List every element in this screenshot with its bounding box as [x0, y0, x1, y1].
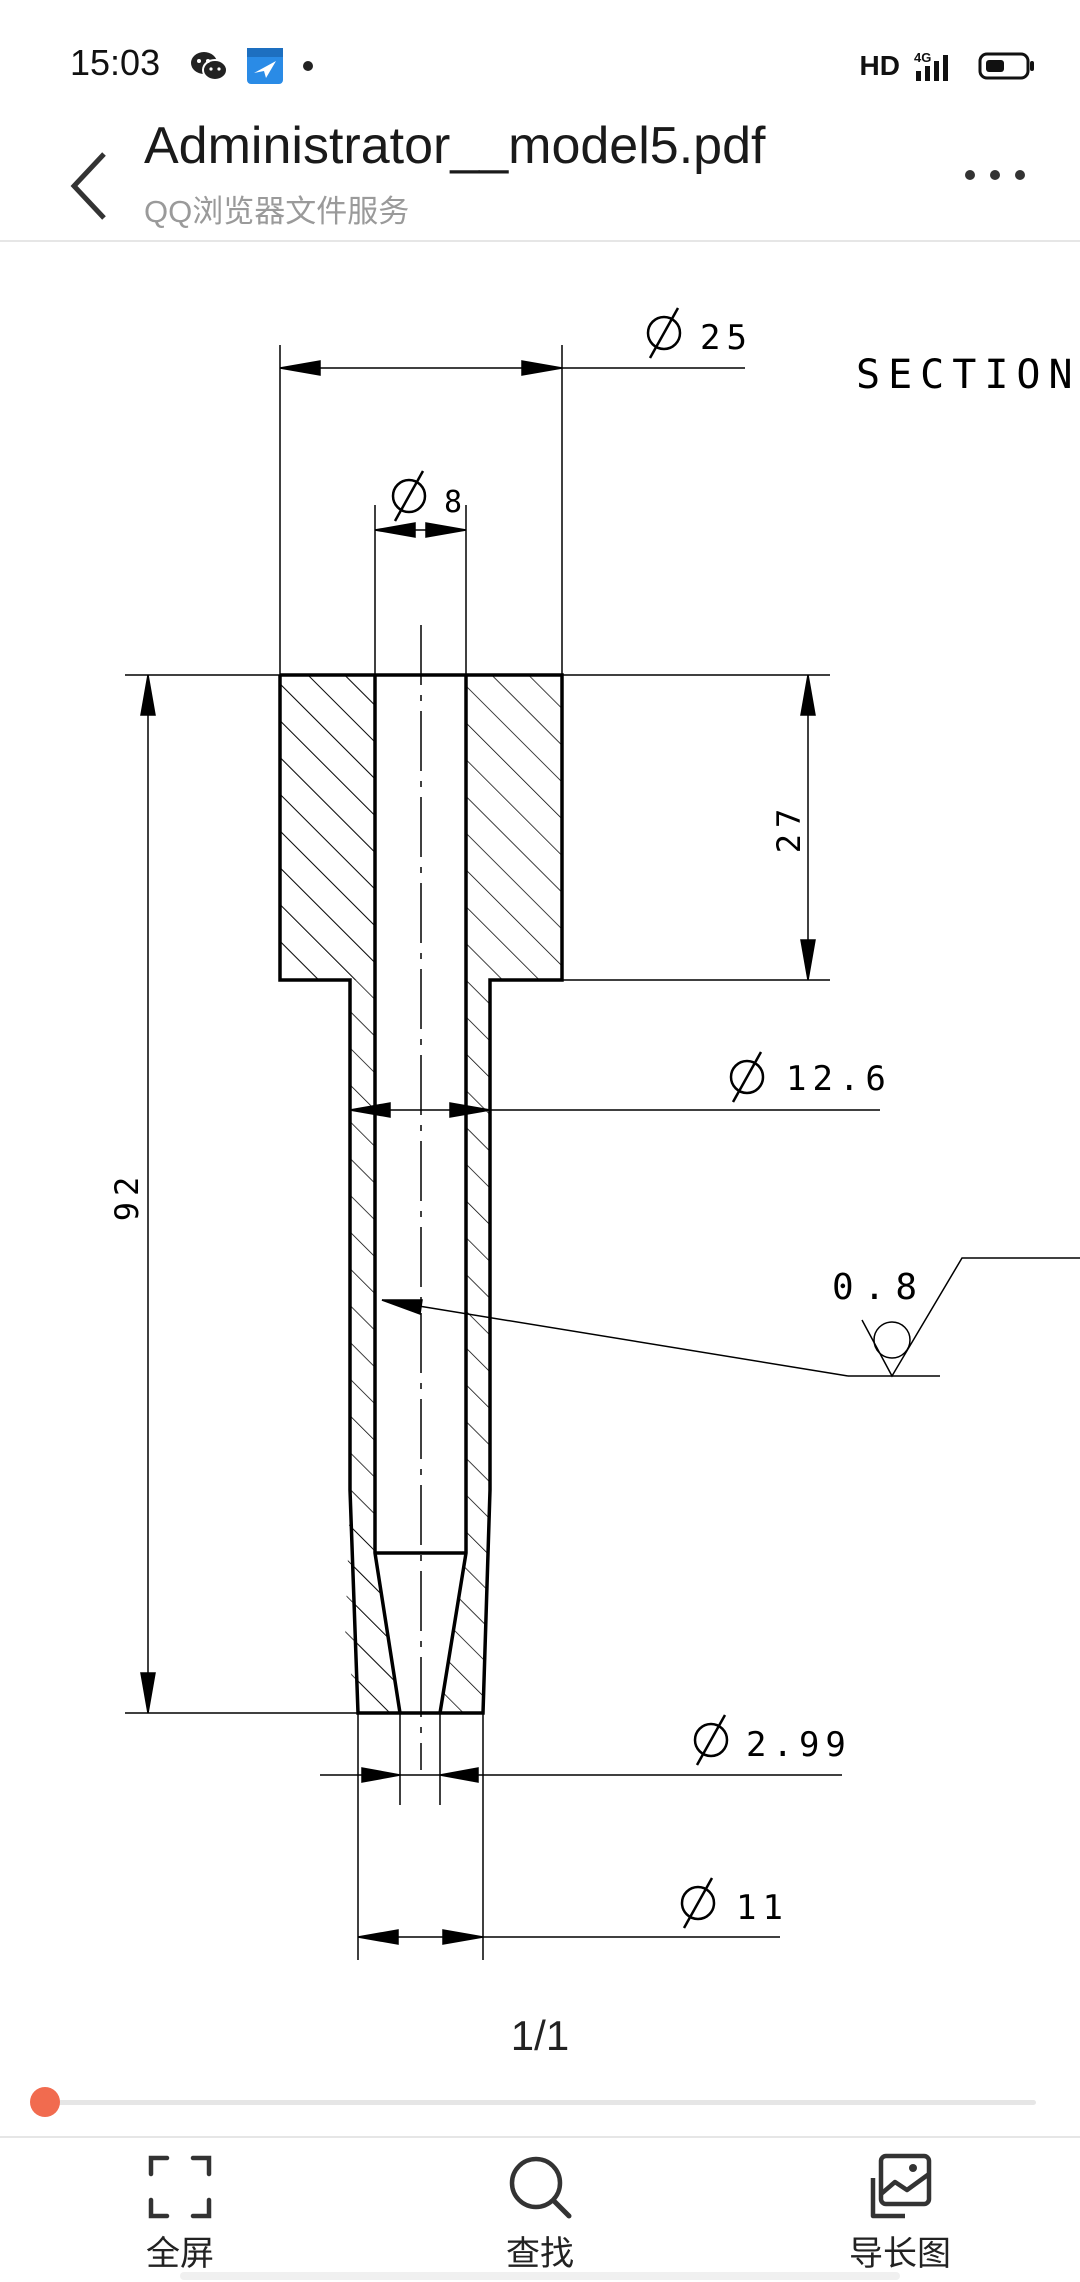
qq-browser-icon	[247, 48, 283, 84]
more-horizontal-icon	[965, 170, 1025, 180]
fullscreen-label: 全屏	[146, 2235, 214, 2273]
status-app-icons	[190, 46, 314, 86]
network-label: HD	[859, 50, 900, 81]
dim-outer-diameter: 25	[700, 318, 753, 358]
page-indicator: 1/1	[510, 2012, 570, 2059]
dim-bore-diameter: 8	[444, 485, 462, 520]
bottom-toolbar: 全屏 查找 导长图	[0, 2136, 1080, 2282]
dim-total-length: 92	[108, 1171, 146, 1222]
notification-dot-icon	[303, 61, 313, 71]
battery-icon	[978, 52, 1034, 80]
long-image-label: 导长图	[849, 2235, 951, 2273]
long-image-icon	[870, 2153, 932, 2219]
search-icon	[509, 2156, 572, 2219]
find-label: 查找	[506, 2235, 574, 2273]
dimension-lines	[125, 345, 1080, 1960]
long-image-button[interactable]: 导长图	[800, 2152, 1000, 2282]
fullscreen-icon	[148, 2155, 212, 2219]
wechat-icon	[191, 52, 228, 81]
signal-icon: 4G	[914, 50, 948, 81]
pdf-page-drawing[interactable]: SECTION 25 8 27 92 12.6 0.8 2.99 11	[0, 240, 1080, 1980]
document-title: Administrator__model5.pdf	[144, 117, 766, 175]
dim-tip-inner-diameter: 2.99	[746, 1725, 852, 1765]
dim-stem-diameter: 12.6	[786, 1059, 892, 1099]
status-bar: 15:03 HD 4G	[0, 0, 1080, 130]
more-button[interactable]	[960, 150, 1030, 200]
document-source: QQ浏览器文件服务	[144, 194, 410, 229]
page-slider-thumb[interactable]	[30, 2087, 60, 2117]
fullscreen-button[interactable]: 全屏	[80, 2152, 280, 2282]
section-hatching	[280, 675, 562, 1713]
dim-head-height: 27	[770, 803, 808, 854]
chevron-left-icon	[70, 152, 106, 220]
status-indicators: HD 4G	[860, 46, 1036, 86]
section-label: SECTION	[856, 352, 1080, 398]
dimension-texts: SECTION 25 8 27 92 12.6 0.8 2.99 11	[108, 318, 1080, 1928]
diameter-symbols	[391, 307, 765, 1929]
title-bar: Administrator__model5.pdf QQ浏览器文件服务	[0, 110, 1080, 242]
find-button[interactable]: 查找	[440, 2152, 640, 2282]
status-time: 15:03	[70, 42, 161, 83]
dim-tip-outer-diameter: 11	[736, 1888, 789, 1928]
page-slider[interactable]	[44, 2100, 1036, 2105]
dim-roughness: 0.8	[832, 1267, 927, 1308]
signal-label: 4G	[914, 50, 931, 65]
back-button[interactable]	[60, 132, 120, 222]
gesture-bar	[180, 2272, 900, 2280]
